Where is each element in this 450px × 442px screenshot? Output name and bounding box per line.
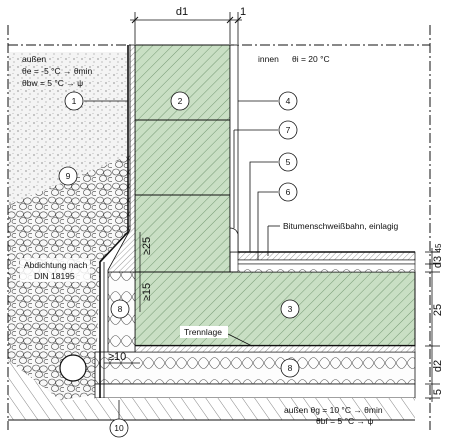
dim-ge15: ≥15 bbox=[141, 283, 153, 301]
svg-text:8: 8 bbox=[118, 304, 123, 314]
waterproofing-note-line2: DIN 18195 bbox=[34, 271, 75, 281]
separation-note: Trennlage bbox=[184, 327, 222, 337]
dim-ge10: ≥10 bbox=[108, 351, 126, 363]
callout-5: 5 bbox=[278, 152, 298, 172]
base-layer bbox=[94, 383, 416, 399]
inside-theta-i: θi = 20 °C bbox=[292, 54, 330, 64]
dim-5: 5 bbox=[432, 389, 444, 395]
dim-25: 25 bbox=[432, 304, 444, 316]
outside-theta-bw: θbw = 5 °C → ψ bbox=[22, 78, 83, 88]
callout-9: 9 bbox=[58, 166, 78, 186]
callout-3: 3 bbox=[280, 299, 300, 319]
bitumen-note: Bitumenschweißbahn, einlagig bbox=[283, 221, 399, 231]
callout-8-bottom: 8 bbox=[280, 358, 300, 378]
svg-text:3: 3 bbox=[288, 304, 293, 314]
outside-theta-e: θe = -5 °C → θmin bbox=[22, 66, 93, 76]
floor-slab bbox=[134, 271, 416, 347]
waterproofing-note-line1: Abdichtung nach bbox=[24, 260, 88, 270]
topsoil-region bbox=[8, 52, 130, 205]
svg-text:4: 4 bbox=[286, 96, 291, 106]
dim-d3-value: 45 bbox=[434, 243, 443, 252]
svg-text:7: 7 bbox=[286, 125, 291, 135]
lower-insulation bbox=[94, 351, 416, 385]
callout-10: 10 bbox=[109, 418, 129, 438]
svg-text:6: 6 bbox=[286, 187, 291, 197]
ground-theta-bf: θbf = 5 °C → ψ bbox=[316, 416, 373, 426]
svg-text:2: 2 bbox=[178, 96, 183, 106]
wall-block-2 bbox=[134, 119, 231, 196]
callout-1: 1 bbox=[64, 91, 84, 111]
ground-lower-left bbox=[8, 360, 95, 420]
dim-d3: d3 bbox=[432, 256, 444, 268]
drainage-pipe bbox=[59, 354, 87, 382]
callout-7: 7 bbox=[278, 120, 298, 140]
svg-text:8: 8 bbox=[288, 363, 293, 373]
dim-ge25: ≥25 bbox=[141, 237, 153, 255]
svg-text:9: 9 bbox=[66, 171, 71, 181]
svg-text:10: 10 bbox=[114, 423, 124, 433]
ground-theta-g: außen θg = 10 °C → θmin bbox=[284, 405, 383, 415]
callout-6: 6 bbox=[278, 182, 298, 202]
screed-layer bbox=[237, 251, 416, 261]
outside-label: außen bbox=[22, 54, 46, 64]
callout-4: 4 bbox=[278, 91, 298, 111]
dim-d1: d1 bbox=[176, 6, 188, 18]
inside-label: innen bbox=[258, 54, 279, 64]
svg-text:1: 1 bbox=[72, 96, 77, 106]
wall-block-3 bbox=[134, 194, 231, 273]
dim-one: 1 bbox=[240, 6, 246, 18]
ground-bottom bbox=[95, 398, 415, 420]
dim-d2: d2 bbox=[432, 360, 444, 372]
callout-8-left: 8 bbox=[110, 299, 130, 319]
callout-2: 2 bbox=[170, 91, 190, 111]
svg-text:5: 5 bbox=[286, 157, 291, 167]
